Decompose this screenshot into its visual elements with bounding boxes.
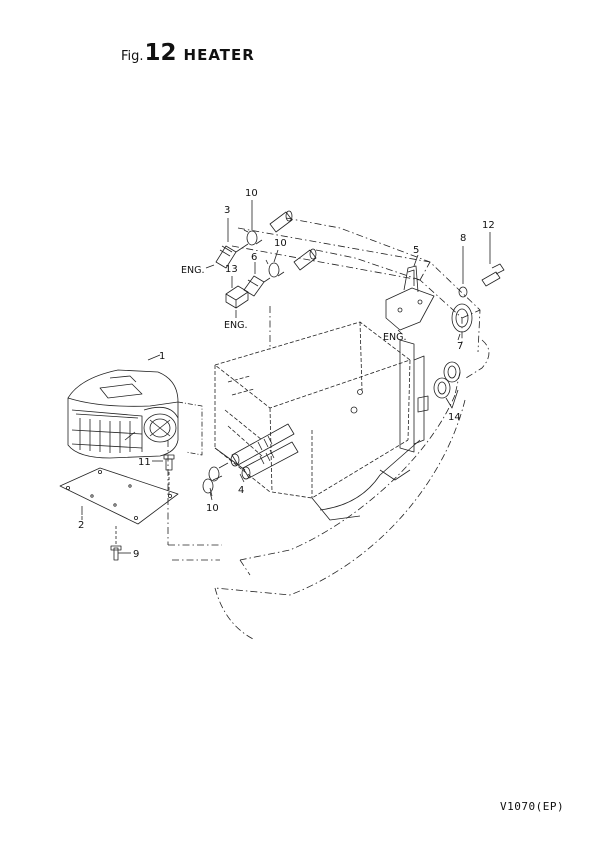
grommet-7 — [451, 303, 473, 341]
eng-label-left: ENG. — [181, 265, 205, 276]
callout-1: 1 — [159, 351, 165, 362]
bolt-11 — [152, 454, 175, 496]
fitting-6 — [243, 262, 271, 297]
upper-hose-routing — [269, 217, 431, 350]
heater-link-line — [177, 401, 203, 456]
eng-label-right: ENG. — [383, 332, 407, 343]
callout-8: 8 — [460, 233, 466, 244]
model-code: V1070(EP) — [500, 800, 565, 813]
callout-5: 5 — [413, 245, 419, 256]
callout-13: 13 — [225, 264, 238, 275]
clamps-10-upper — [243, 200, 285, 278]
fitting-3 — [215, 218, 249, 269]
bracket-base — [214, 321, 411, 499]
bracket-base-frame — [214, 439, 421, 521]
callout-6: 6 — [251, 252, 257, 263]
leader-10-lower — [209, 491, 213, 501]
callout-3: 3 — [224, 205, 230, 216]
heater-unit — [67, 369, 179, 459]
hoses-4 — [230, 423, 299, 483]
figure-number: 12 — [144, 40, 177, 66]
hose-top — [269, 210, 317, 271]
callout-7: 7 — [457, 341, 463, 352]
bolt-12 — [481, 232, 505, 287]
grommets-14 — [433, 361, 461, 409]
eng-leader-3 — [397, 329, 403, 335]
callout-10-lower: 10 — [206, 503, 219, 514]
mounting-plate — [59, 467, 179, 525]
figure-title: Fig.12 HEATER — [121, 40, 255, 66]
callout-11: 11 — [138, 457, 151, 468]
callout-9: 9 — [133, 549, 139, 560]
callout-10-top: 10 — [245, 188, 258, 199]
leader-1 — [147, 354, 161, 361]
callout-10-mid: 10 — [274, 238, 287, 249]
eng-label-middle: ENG. — [224, 320, 248, 331]
clamps-10-lower — [202, 462, 229, 497]
callout-2: 2 — [78, 520, 84, 531]
callout-12: 12 — [482, 220, 495, 231]
bolt-9 — [110, 526, 131, 561]
fitting-13 — [225, 276, 249, 309]
callout-4: 4 — [238, 485, 244, 496]
figure-name: HEATER — [183, 46, 255, 64]
radiator-panel — [167, 227, 490, 641]
bracket-5 — [385, 254, 435, 331]
eng-leader-1 — [205, 264, 215, 269]
washer-8 — [458, 246, 468, 298]
upright-bracket — [350, 339, 429, 453]
figure-prefix: Fig. — [121, 49, 144, 64]
callout-14: 14 — [448, 412, 461, 423]
